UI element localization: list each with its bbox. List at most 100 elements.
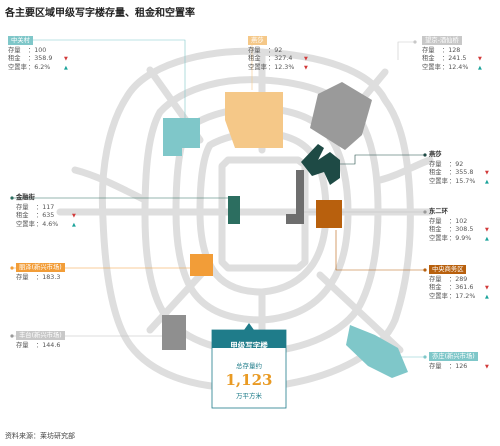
district-zhongguancun-shape xyxy=(163,118,200,156)
rent-trend-icon: ▼ xyxy=(304,56,308,63)
center-badge-pointer xyxy=(244,323,254,330)
stock-value: 92 xyxy=(274,47,283,54)
rent-value: 327.4 xyxy=(274,55,293,63)
rent-trend-icon: ▼ xyxy=(72,213,76,220)
dot-fengtai xyxy=(10,334,14,338)
dot-yansha xyxy=(423,153,427,157)
card-zhongguancun: 中关村 存量：100 租金：358.9▼ 空置率：6.2%▲ xyxy=(8,36,68,72)
dot-wangjing xyxy=(413,40,417,44)
district-lize-shape xyxy=(190,254,213,276)
card-name: 燕莎 xyxy=(248,36,267,45)
card-name: 中关村 xyxy=(8,36,33,45)
center-badge-header xyxy=(212,330,286,348)
card-name: 亦庄(新兴市场) xyxy=(429,352,478,361)
leader-wangjing xyxy=(397,41,415,60)
ring-road-3rd xyxy=(196,129,330,296)
leader-yansha xyxy=(332,154,425,165)
stock-value: 92 xyxy=(455,161,464,168)
dot-cbd xyxy=(423,268,427,272)
stock-value: 289 xyxy=(455,276,468,283)
dot-lize xyxy=(10,266,14,270)
vacancy-trend-icon: ▲ xyxy=(485,178,489,185)
rent-trend-icon: ▼ xyxy=(478,56,482,63)
district-dongerhuan-shape xyxy=(286,170,304,224)
road-southwest-radial xyxy=(146,266,209,334)
stock-row: 存量：144.6 xyxy=(16,342,61,349)
card-wangjing: 望京-酒仙桥 存量：128 租金：241.5▼ 空置率：12.4%▲ xyxy=(422,36,482,72)
stock-value: 102 xyxy=(455,218,468,225)
vacancy-row: 空置率：12.4%▲ xyxy=(422,63,482,71)
rent-row: 租金：327.4▼ xyxy=(248,55,308,63)
rent-trend-icon: ▼ xyxy=(485,285,489,292)
vacancy-row: 空置率：15.7%▲ xyxy=(429,177,489,185)
district-lufthansa-shape xyxy=(225,92,283,148)
rent-row: 租金：308.5▼ xyxy=(429,226,489,234)
stock-row: 存量：128 xyxy=(422,47,461,54)
vacancy-row: 空置率：4.6%▲ xyxy=(16,220,76,228)
district-yansha-shape xyxy=(301,144,340,185)
vacancy-row: 空置率：12.3%▼ xyxy=(248,63,308,71)
vacancy-trend-icon: ▲ xyxy=(72,221,76,228)
card-name: 燕莎 xyxy=(429,151,442,158)
rent-trend-icon: ▼ xyxy=(485,170,489,177)
map-title: 各主要区域甲级写字楼存量、租金和空置率 xyxy=(5,8,195,19)
rent-row: 租金：361.6▼ xyxy=(429,284,489,292)
vacancy-trend-icon: ▲ xyxy=(485,235,489,242)
leader-cbd xyxy=(335,230,425,271)
card-yansha: 燕莎 存量：92 租金：355.8▼ 空置率：15.7%▲ xyxy=(429,150,489,186)
stock-value: 117 xyxy=(42,204,55,211)
ring-road-5th xyxy=(141,76,382,356)
district-shapes xyxy=(162,82,408,378)
leader-zhongguancun xyxy=(12,39,186,118)
card-dongerhuan: 东二环 存量：102 租金：308.5▼ 空置率：9.9%▲ xyxy=(429,207,489,243)
stock-row: 存量：92 xyxy=(248,47,283,54)
district-fengtai-shape xyxy=(162,315,186,350)
stock-row: 存量：183.3 xyxy=(16,274,61,281)
rent-row: 租金：358.9▼ xyxy=(8,55,68,63)
rent-value: 358.9 xyxy=(34,55,53,63)
road-east-curve xyxy=(376,156,434,184)
card-lufthansa: 燕莎 存量：92 租金：327.4▼ 空置率：12.3%▼ xyxy=(248,36,308,72)
card-name: 金融街 xyxy=(16,194,35,201)
road-network xyxy=(56,47,434,392)
card-name: 东二环 xyxy=(429,208,448,215)
dot-jinrongjie xyxy=(10,196,14,200)
stock-row: 存量：126▼ xyxy=(429,363,489,370)
card-cbd: 中央商务区 存量：289 租金：361.6▼ 空置率：17.2%▲ xyxy=(429,265,489,301)
vacancy-value: 6.2% xyxy=(34,63,51,71)
stock-value: 128 xyxy=(448,47,461,54)
stock-value: 144.6 xyxy=(42,342,61,349)
road-southeast-radial xyxy=(316,271,404,354)
card-lize: 丽泽(新兴市场) 存量：183.3 xyxy=(16,263,65,282)
rent-row: 租金：635▼ xyxy=(16,212,76,220)
district-cbd-shape xyxy=(316,200,342,228)
stock-value: 100 xyxy=(34,47,47,54)
stock-row: 存量：117 xyxy=(16,204,55,211)
district-wangjing-shape xyxy=(310,82,372,150)
vacancy-value: 9.9% xyxy=(455,234,472,242)
card-name: 丽泽(新兴市场) xyxy=(16,263,65,272)
card-jinrongjie: 金融街 存量：117 租金：635▼ 空置率：4.6%▲ xyxy=(16,193,76,229)
vacancy-trend-icon: ▼ xyxy=(304,64,308,71)
rent-value: 361.6 xyxy=(455,284,474,292)
stock-trend-icon: ▼ xyxy=(485,364,489,370)
rent-row: 租金：241.5▼ xyxy=(422,55,482,63)
vacancy-trend-icon: ▲ xyxy=(478,64,482,71)
dot-dongerhuan xyxy=(423,210,427,214)
stock-value: 183.3 xyxy=(42,274,61,281)
district-jinrongjie-shape xyxy=(228,196,240,224)
vacancy-trend-icon: ▲ xyxy=(64,64,68,71)
vacancy-value: 12.3% xyxy=(274,63,295,71)
vacancy-trend-icon: ▲ xyxy=(485,293,489,300)
vacancy-value: 17.2% xyxy=(455,292,476,300)
rent-value: 308.5 xyxy=(455,226,474,234)
vacancy-value: 12.4% xyxy=(448,63,469,71)
card-yizhuang: 亦庄(新兴市场) 存量：126▼ xyxy=(429,352,489,371)
road-west-curve xyxy=(71,166,149,204)
vacancy-row: 空置率：17.2%▲ xyxy=(429,292,489,300)
card-name: 丰台(新兴市场) xyxy=(16,331,65,340)
card-fengtai: 丰台(新兴市场) 存量：144.6 xyxy=(16,331,65,350)
rent-value: 241.5 xyxy=(448,55,467,63)
rent-trend-icon: ▼ xyxy=(485,227,489,234)
